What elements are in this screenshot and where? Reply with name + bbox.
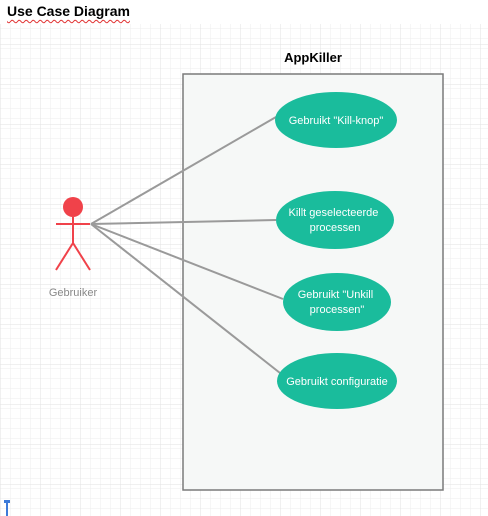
actor-head bbox=[63, 197, 83, 217]
connector-uc2[interactable] bbox=[90, 219, 277, 225]
use-case-uc4[interactable]: Gebruikt configuratie bbox=[277, 353, 397, 409]
text-cursor-cap bbox=[4, 500, 10, 503]
text-cursor-bar bbox=[6, 502, 8, 516]
use-case-uc4-shape[interactable] bbox=[277, 353, 397, 409]
actor-label: Gebruiker bbox=[49, 287, 98, 299]
connector-uc1[interactable] bbox=[90, 116, 277, 225]
use-case-uc2-shape[interactable] bbox=[276, 191, 394, 249]
page-title: Use Case Diagram bbox=[7, 3, 130, 19]
diagram-canvas[interactable]: AppKiller Gebruiker Gebruikt "Kill-knop"… bbox=[0, 24, 488, 516]
connector-uc4[interactable] bbox=[90, 223, 281, 374]
use-case-uc3-line-2: processen" bbox=[310, 304, 365, 316]
connectors bbox=[90, 116, 284, 374]
system-title: AppKiller bbox=[284, 50, 342, 65]
use-case-uc3-shape[interactable] bbox=[283, 273, 391, 331]
actor-figure[interactable] bbox=[55, 197, 91, 271]
use-case-uc3-label: Gebruikt "Unkill processen" bbox=[298, 289, 377, 316]
use-case-uc2-line-2: processen bbox=[310, 222, 361, 234]
use-case-uc4-line-1: Gebruikt configuratie bbox=[286, 376, 388, 388]
use-case-uc1[interactable]: Gebruikt "Kill-knop" bbox=[275, 92, 397, 148]
use-case-uc1-label: Gebruikt "Kill-knop" bbox=[289, 115, 384, 127]
use-case-uc2-label: Killt geselecteerde processen bbox=[289, 207, 382, 234]
text-cursor-icon bbox=[4, 500, 10, 516]
use-case-uc1-shape[interactable] bbox=[275, 92, 397, 148]
use-case-uc2[interactable]: Killt geselecteerde processen bbox=[276, 191, 394, 249]
use-case-uc1-line-1: Gebruikt "Kill-knop" bbox=[289, 115, 384, 127]
connector-uc3[interactable] bbox=[90, 223, 284, 300]
use-case-uc3[interactable]: Gebruikt "Unkill processen" bbox=[283, 273, 391, 331]
use-case-uc4-label: Gebruikt configuratie bbox=[286, 376, 388, 388]
use-case-uc3-line-1: Gebruikt "Unkill bbox=[298, 289, 373, 301]
actor-left-leg bbox=[55, 242, 74, 271]
actor-right-leg bbox=[72, 242, 91, 271]
use-case-uc2-line-1: Killt geselecteerde bbox=[289, 207, 379, 219]
